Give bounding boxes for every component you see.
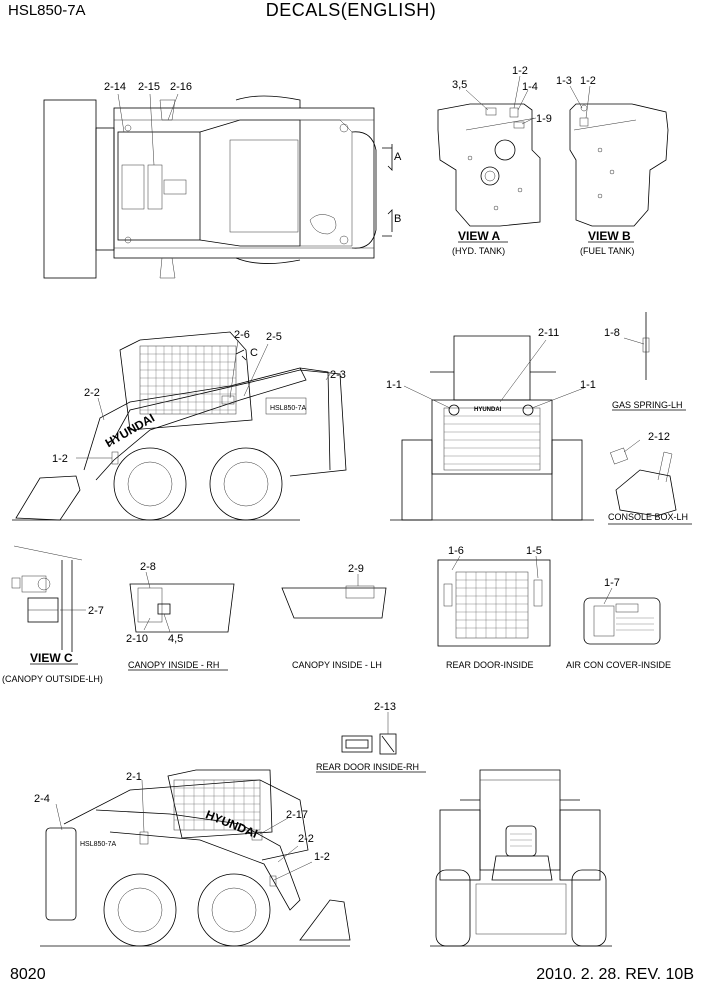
ac-cover-vents [616,617,654,631]
view-arrow-b: B [394,213,401,225]
model-number: HSL850-7A [8,2,86,19]
callout-side-1-2: 1-2 [52,453,68,465]
callout-side-2-6: 2-6 [234,329,250,341]
callout-front-2-11: 2-11 [538,327,559,339]
model-badge-rh: HSL850-7A [80,841,117,848]
seat-lines [510,833,532,847]
callout-gas-1-8: 1-8 [604,327,620,339]
callout-front-1-1-left: 1-1 [386,379,402,391]
side-view-lh [12,331,347,521]
top-view [43,93,393,279]
callout-va-1-2: 1-2 [512,65,528,77]
callout-rd-1-5: 1-5 [526,545,542,557]
callout-3-5: 3,5 [452,79,467,91]
view-b-fuel-tank [569,85,669,243]
view-arrow-a: A [394,151,402,163]
callout-rh-4-5: 4,5 [168,633,183,645]
caption-console-box: CONSOLE BOX-LH [608,512,688,522]
side-view-rh [40,769,351,947]
caption-rear-door-inside-rh: REAR DOOR INSIDE-RH [316,762,419,772]
callout-vb-1-2: 1-2 [580,75,596,87]
view-arrow-c: C [250,347,258,359]
callout-rs-2-1: 2-1 [126,771,142,783]
callout-side-2-5: 2-5 [266,331,282,343]
view-c-detail [11,545,86,665]
rear-door-grille [456,572,528,638]
canopy-inside-rh [128,571,235,671]
callout-vb-1-3: 1-3 [556,75,572,87]
view-a-hyd-tank [437,75,541,243]
canopy-screen [140,346,236,414]
callout-rh-2-8: 2-8 [140,561,156,573]
callout-console-2-12: 2-12 [648,431,670,443]
callout-vc-2-7: 2-7 [88,605,104,617]
model-badge-side: HSL850-7A [270,405,307,412]
caption-gas-spring: GAS SPRING-LH [612,400,683,410]
callout-side-2-2: 2-2 [84,387,100,399]
air-con-cover [583,587,661,645]
caption-rear-door-inside: REAR DOOR-INSIDE [446,660,534,670]
view-b-sub: (FUEL TANK) [580,246,634,256]
grille-lines [444,415,540,465]
callout-2-15: 2-15 [138,81,160,93]
callout-rh-2-10: 2-10 [126,633,148,645]
callout-rs-2-17: 2-17 [286,809,308,821]
canopy-inside-lh [281,574,387,619]
caption-canopy-lh: CANOPY INSIDE - LH [292,660,382,670]
caption-air-con-cover: AIR CON COVER-INSIDE [566,660,671,670]
console-box-detail [608,439,692,525]
page-title: DECALS(ENGLISH) [265,0,437,20]
callout-2-16: 2-16 [170,81,192,93]
callout-front-1-1-right: 1-1 [580,379,596,391]
callout-rs-2-4: 2-4 [34,793,50,805]
view-b-label: VIEW B [588,229,631,243]
callout-side-2-3: 2-3 [330,369,346,381]
callout-ac-1-7: 1-7 [604,577,620,589]
callout-va-1-4: 1-4 [522,81,538,93]
callout-2-14: 2-14 [104,81,126,93]
view-c-sub: (CANOPY OUTSIDE-LH) [2,674,103,684]
callout-lh-2-9: 2-9 [348,563,364,575]
rear-door-inside-rh [316,712,426,773]
callout-rd-1-6: 1-6 [448,545,464,557]
callout-rs-2-2: 2-2 [298,833,314,845]
brand-text-front: HYUNDAI [474,407,502,413]
canopy-screen-rh [174,780,260,830]
gas-spring-detail [612,312,686,411]
callout-va-1-9: 1-9 [536,113,552,125]
callout-rdrh-2-13: 2-13 [374,701,396,713]
front-view [390,335,594,521]
rear-view [430,769,612,947]
page-number: 8020 [10,966,46,983]
rear-door-inside [437,555,551,647]
revision-date: 2010. 2. 28. REV. 10B [536,966,694,983]
view-a-sub: (HYD. TANK) [452,246,505,256]
view-c-label: VIEW C [30,651,73,665]
caption-canopy-rh: CANOPY INSIDE - RH [128,660,219,670]
callout-rs-1-2: 1-2 [314,851,330,863]
view-a-label: VIEW A [458,229,501,243]
